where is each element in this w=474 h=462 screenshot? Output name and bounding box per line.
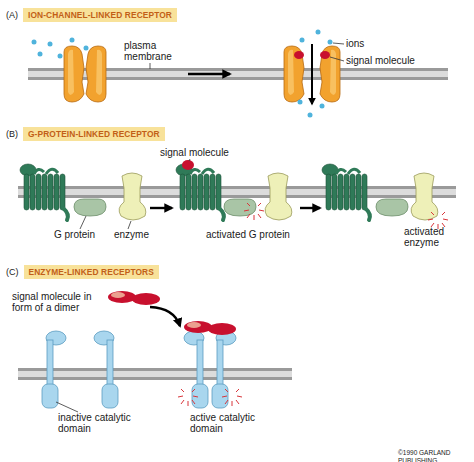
art-part xyxy=(224,199,256,216)
ion-flow-arrow xyxy=(311,44,313,104)
inactive-receptor-pair xyxy=(42,331,118,408)
art-part xyxy=(411,173,438,220)
art-part xyxy=(32,40,37,45)
panel-letter: (C) xyxy=(6,267,19,277)
leader-line xyxy=(80,216,86,229)
art-part xyxy=(178,389,198,406)
art-part xyxy=(18,186,456,189)
art-part xyxy=(132,293,160,305)
art-part xyxy=(294,51,304,59)
art-part xyxy=(308,113,313,118)
leader-line xyxy=(330,57,344,61)
art-part xyxy=(222,389,242,406)
text-label: active catalytic domain xyxy=(190,412,272,434)
text-label: signal molecule xyxy=(346,55,446,66)
art-part xyxy=(74,199,106,216)
art-part xyxy=(108,291,136,303)
step-arrow xyxy=(188,73,230,75)
plasma-membrane xyxy=(18,186,456,198)
art-part xyxy=(86,46,106,102)
text-label: signal molecule xyxy=(160,147,260,158)
panel-title: G-PROTEIN-LINKED RECEPTOR xyxy=(23,127,165,141)
art-part xyxy=(182,160,194,170)
closed-ion-channel xyxy=(64,46,106,102)
leader-line xyxy=(333,43,344,44)
text-label: G protein xyxy=(54,229,124,240)
art-part xyxy=(320,104,325,109)
panel-letter: (B) xyxy=(6,129,18,139)
art-part xyxy=(284,46,304,102)
art-part xyxy=(265,173,292,220)
binding-arrow xyxy=(150,307,180,326)
step-arrow xyxy=(300,207,320,209)
panel-heading: (C) ENZYME-LINKED RECEPTORS xyxy=(6,265,159,279)
art-part xyxy=(328,40,333,45)
art-part xyxy=(244,203,264,220)
art-part xyxy=(42,331,66,408)
art-part xyxy=(300,38,305,43)
text-label: enzyme xyxy=(114,229,174,240)
panel-heading: (A) ION-CHANNEL-LINKED RECEPTOR xyxy=(6,8,177,22)
art-part xyxy=(84,46,89,51)
receptor-stage-1 xyxy=(20,164,146,220)
panel-title: ION-CHANNEL-LINKED RECEPTOR xyxy=(23,8,177,22)
plasma-membrane xyxy=(18,368,292,380)
receptor-stage-3 xyxy=(322,164,448,229)
art-part xyxy=(111,292,125,298)
art-part xyxy=(298,100,303,105)
text-label: inactive catalytic domain xyxy=(58,412,150,434)
art-part xyxy=(320,51,330,59)
art-part xyxy=(119,173,146,220)
art-part xyxy=(18,186,456,198)
art-part xyxy=(176,164,224,220)
leader-line xyxy=(189,159,190,161)
ion-dots xyxy=(32,38,89,59)
leader-line xyxy=(150,63,151,69)
text-label: ©1990 GARLAND PUBLISHING xyxy=(398,449,474,462)
art-part xyxy=(320,46,340,102)
art-part xyxy=(208,323,236,335)
art-part xyxy=(20,164,68,220)
leader-line xyxy=(128,221,131,229)
art-part xyxy=(48,42,53,47)
signal-dimer xyxy=(108,291,160,305)
art-part xyxy=(70,38,75,43)
text-label: activated G protein xyxy=(206,229,316,240)
leader-line xyxy=(56,402,78,412)
text-label: activated enzyme xyxy=(404,226,459,248)
art-part xyxy=(18,377,292,380)
text-label: plasma membrane xyxy=(124,40,174,62)
art-part xyxy=(376,199,408,216)
text-label: signal molecule in form of a dimer xyxy=(12,291,100,313)
text-label: ions xyxy=(346,38,386,49)
art-part xyxy=(18,368,292,371)
panel-letter: (A) xyxy=(6,10,18,20)
panel-heading: (B) G-PROTEIN-LINKED RECEPTOR xyxy=(6,127,165,141)
art-part xyxy=(64,46,84,102)
active-receptor-pair xyxy=(178,321,242,408)
ion-dots xyxy=(298,30,333,118)
art-part xyxy=(18,195,456,198)
panel-title: ENZYME-LINKED RECEPTORS xyxy=(24,265,159,279)
art-part xyxy=(38,52,43,57)
receptor-stage-2 xyxy=(176,160,292,220)
art-part xyxy=(322,164,370,220)
art-part xyxy=(94,331,118,408)
art-part xyxy=(187,322,201,328)
art-part xyxy=(184,321,212,333)
art-part xyxy=(58,54,63,59)
art-part xyxy=(316,30,321,35)
art-part xyxy=(18,368,292,380)
step-arrow xyxy=(150,207,172,209)
